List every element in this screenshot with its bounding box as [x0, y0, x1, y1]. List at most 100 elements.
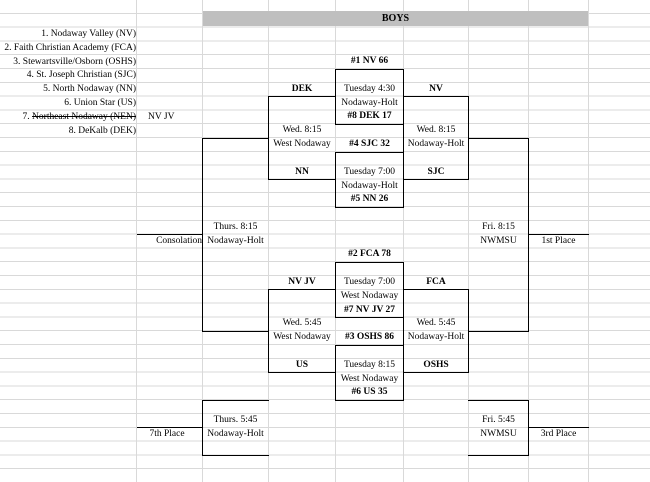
game-seed-low: #6 US 35 — [351, 387, 388, 397]
first-place-label: 1st Place — [541, 236, 576, 246]
bracket-line — [403, 69, 404, 208]
bracket-line — [335, 152, 336, 208]
semi-day: Wed. 5:45 — [416, 318, 456, 328]
seed-item[interactable]: 2. Faith Christian Academy (FCA) — [0, 42, 136, 56]
game-seed-high: #1 NV 66 — [350, 56, 389, 66]
semi-team-top: NV — [429, 84, 443, 94]
seed-item[interactable]: 3. Stewartsville/Osborn (OSHS) — [0, 56, 136, 70]
bracket-line — [335, 69, 403, 70]
final-site: NWMSU — [480, 236, 517, 246]
semi-team-bottom: US — [295, 360, 309, 370]
bracket-line — [202, 138, 269, 139]
game-site: Nodaway-Holt — [341, 181, 398, 191]
game-seed-low: #5 NN 26 — [350, 194, 389, 204]
bracket-line — [335, 345, 336, 401]
bracket-line — [202, 455, 269, 456]
game-seed-low: #8 DEK 17 — [347, 111, 392, 121]
consolation-site: Nodaway-Holt — [207, 236, 264, 246]
bracket-line — [335, 345, 403, 346]
seed-label: 5. North Nodaway (NN) — [43, 84, 136, 95]
seed-label: 8. DeKalb (DEK) — [68, 125, 136, 136]
seed-item[interactable]: 1. Nodaway Valley (NV) — [0, 28, 136, 42]
bracket-line — [335, 317, 403, 318]
bracket-line — [335, 262, 403, 263]
consolation-day: Thurs. 8:15 — [213, 222, 258, 232]
bracket-line — [137, 427, 203, 428]
game-site: West Nodaway — [340, 291, 399, 301]
game-day: Tuesday 7:00 — [343, 277, 396, 287]
semi-team-top: DEK — [291, 84, 313, 94]
consolation-label: Consolation — [156, 236, 202, 246]
game-day: Tuesday 8:15 — [343, 360, 396, 370]
game-day: Tuesday 4:30 — [343, 84, 396, 94]
seed-list: 1. Nodaway Valley (NV) 2. Faith Christia… — [0, 28, 175, 139]
seed-label: 4. St. Joseph Christian (SJC) — [26, 70, 136, 81]
seventh-place-label: 7th Place — [149, 429, 185, 439]
bracket-line — [403, 179, 469, 180]
third-place-label: 3rd Place — [540, 429, 577, 439]
seed-label-struck: Northeast Nodaway (NEN) — [32, 111, 136, 122]
semi-team-top: FCA — [426, 277, 446, 287]
bracket-line — [268, 289, 335, 290]
bracket-line — [268, 179, 335, 180]
bracket-line — [528, 427, 589, 428]
bracket-line — [202, 400, 203, 456]
third-site: NWMSU — [480, 429, 517, 439]
semi-day: Wed. 8:15 — [416, 125, 456, 135]
seed-item[interactable]: 6. Union Star (US) — [0, 97, 136, 111]
bracket-line — [403, 372, 469, 373]
bracket-line — [335, 207, 403, 208]
bracket-line — [528, 400, 529, 456]
bracket-line — [403, 289, 469, 290]
third-day: Fri. 5:45 — [482, 415, 515, 425]
seed-label-prefix: 7. — [22, 111, 33, 122]
seed-label: 2. Faith Christian Academy (FCA) — [4, 42, 136, 53]
final-day: Fri. 8:15 — [482, 222, 515, 232]
seed-item[interactable]: 7. Northeast Nodaway (NEN) NV JV — [0, 111, 175, 125]
game-day: Tuesday 7:00 — [343, 167, 396, 177]
sheet-title: BOYS — [203, 11, 588, 26]
game-seed-high: #3 OSHS 86 — [344, 332, 395, 342]
seed-label: 1. Nodaway Valley (NV) — [41, 29, 136, 39]
bracket-line — [528, 234, 589, 235]
bracket-line — [268, 96, 335, 97]
semi-day: Wed. 5:45 — [282, 318, 322, 328]
semi-team-bottom: OSHS — [423, 360, 449, 370]
seed-replacement: NV JV — [148, 111, 175, 122]
bracket-line — [137, 234, 203, 235]
bracket-line — [202, 138, 203, 332]
bracket-line — [335, 400, 403, 401]
game-site: Nodaway-Holt — [341, 98, 398, 108]
bracket-line — [202, 331, 269, 332]
semi-team-bottom: NN — [295, 167, 309, 177]
game-seed-high: #2 FCA 78 — [348, 249, 391, 259]
bracket-line — [468, 331, 529, 332]
semi-site: West Nodaway — [273, 139, 331, 149]
game-site: West Nodaway — [340, 374, 399, 384]
bracket-line — [335, 69, 336, 125]
bracket-line — [528, 138, 529, 332]
seed-item[interactable]: 4. St. Joseph Christian (SJC) — [0, 69, 136, 83]
seed-item[interactable]: 8. DeKalb (DEK) — [0, 125, 136, 139]
seventh-day: Thurs. 5:45 — [213, 415, 258, 425]
semi-day: Wed. 8:15 — [282, 125, 322, 135]
semi-site: Nodaway-Holt — [407, 332, 465, 342]
bracket-line — [403, 262, 404, 401]
sheet-title-text: BOYS — [381, 13, 410, 24]
semi-site: Nodaway-Holt — [407, 139, 465, 149]
bracket-line — [335, 152, 403, 153]
semi-site: West Nodaway — [273, 332, 331, 342]
bracket-line — [468, 400, 529, 401]
bracket-line — [335, 262, 336, 318]
semi-team-top: NV JV — [288, 277, 316, 287]
game-seed-low: #7 NV JV 27 — [343, 305, 396, 315]
bracket-line — [202, 400, 269, 401]
bracket-line — [335, 124, 403, 125]
seed-label: 3. Stewartsville/Osborn (OSHS) — [13, 56, 136, 67]
seed-label: 6. Union Star (US) — [64, 97, 136, 108]
game-seed-high: #4 SJC 32 — [349, 139, 390, 149]
bracket-line — [268, 372, 335, 373]
bracket-line — [403, 96, 469, 97]
seed-item[interactable]: 5. North Nodaway (NN) — [0, 83, 136, 97]
